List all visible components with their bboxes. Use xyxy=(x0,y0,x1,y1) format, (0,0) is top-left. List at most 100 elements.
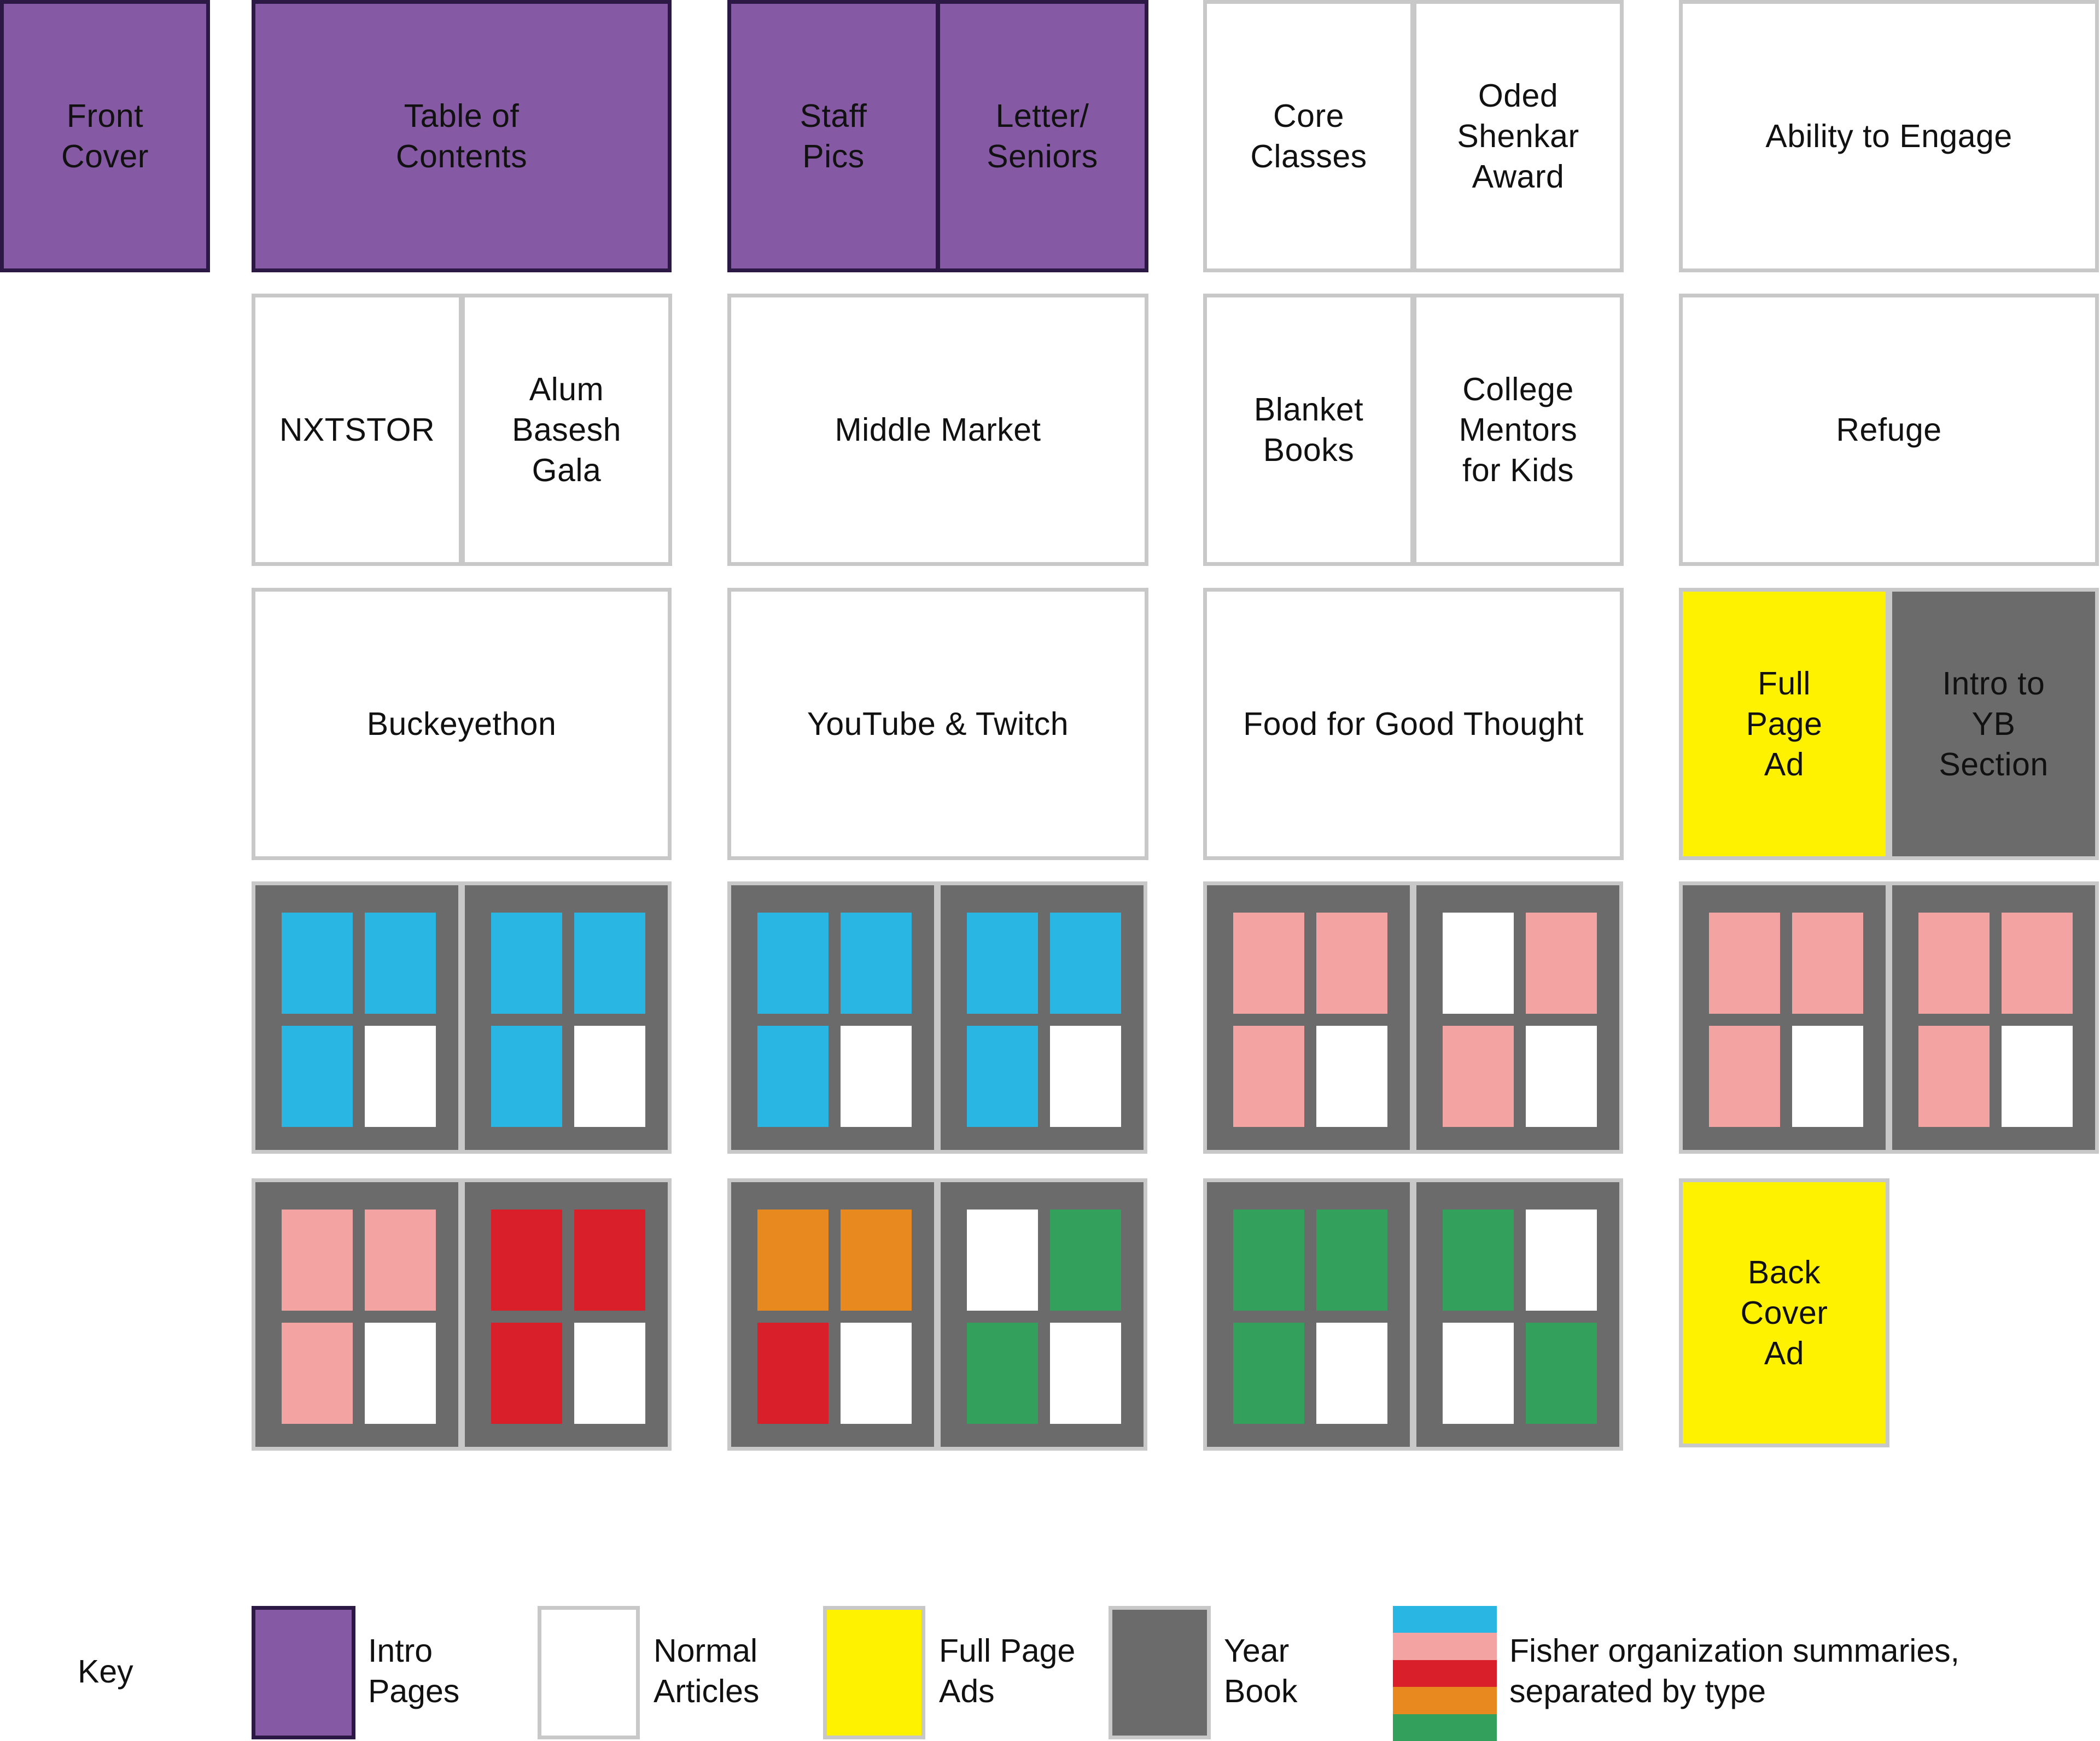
key-swatch-intro xyxy=(252,1606,355,1739)
page-alum-basesh-gala: Alum Basesh Gala xyxy=(461,294,672,566)
grid-cell-blue xyxy=(841,913,912,1014)
grid-cell-green xyxy=(1233,1210,1304,1311)
grid-cell-white xyxy=(1443,1323,1514,1424)
page-label: Refuge xyxy=(1836,412,1942,448)
page-label: Letter/ Seniors xyxy=(987,98,1098,174)
fisher-stripe-orange xyxy=(1393,1687,1497,1714)
yearbook-grid-page xyxy=(1679,881,1889,1154)
page-nxtstor: NXTSTOR xyxy=(252,294,463,566)
grid-cell-green xyxy=(1526,1323,1597,1424)
grid-cell-red xyxy=(757,1323,829,1424)
key-label-normal: Normal Articles xyxy=(654,1633,760,1709)
grid-cell-pink xyxy=(1233,1026,1304,1127)
yearbook-grid-page xyxy=(252,1178,462,1451)
key-label-ads: Full Page Ads xyxy=(939,1633,1076,1709)
grid-cell-white xyxy=(1316,1026,1387,1127)
page-label: Table of Contents xyxy=(395,98,528,174)
grid-cell-blue xyxy=(967,1026,1038,1127)
page-label: Full Page Ad xyxy=(1746,665,1823,782)
key-label-yearbook: Year Book xyxy=(1224,1633,1298,1709)
grid-cell-orange xyxy=(841,1210,912,1311)
fisher-stripe-blue xyxy=(1393,1606,1497,1633)
grid-cell-pink xyxy=(1709,1026,1780,1127)
page-label: Alum Basesh Gala xyxy=(512,371,621,488)
yearbook-grid-page xyxy=(1888,881,2099,1154)
grid-cell-pink xyxy=(1918,913,1990,1014)
grid-cell-blue xyxy=(1050,913,1121,1014)
yearbook-grid-page xyxy=(461,881,672,1154)
page-front-cover: Front Cover xyxy=(0,0,210,272)
key-swatch-yearbook xyxy=(1109,1606,1211,1739)
yearbook-grid-page xyxy=(461,1178,672,1451)
grid-cell-green xyxy=(1050,1210,1121,1311)
grid-cell-pink xyxy=(1443,1026,1514,1127)
grid-cell-blue xyxy=(365,913,436,1014)
grid-cell-white xyxy=(1050,1323,1121,1424)
page-label: Front Cover xyxy=(61,98,149,174)
page-staff-pics: Staff Pics xyxy=(727,0,940,272)
page-intro-to-yb-section: Intro to YB Section xyxy=(1888,588,2099,860)
grid-cell-red xyxy=(574,1210,645,1311)
page-middle-market: Middle Market xyxy=(727,294,1148,566)
grid-cell-white xyxy=(1316,1323,1387,1424)
grid-cell-white xyxy=(365,1323,436,1424)
grid-cell-pink xyxy=(1709,913,1780,1014)
page-blanket-books: Blanket Books xyxy=(1203,294,1414,566)
grid-cell-red xyxy=(491,1210,562,1311)
yearbook-grid-page xyxy=(937,1178,1147,1451)
fisher-stripe-red xyxy=(1393,1660,1497,1687)
grid-cell-blue xyxy=(491,1026,562,1127)
grid-cell-green xyxy=(1443,1210,1514,1311)
page-label: Middle Market xyxy=(835,412,1041,448)
grid-cell-pink xyxy=(1526,913,1597,1014)
page-label: College Mentors for Kids xyxy=(1459,371,1578,488)
yearbook-grid-page xyxy=(727,881,938,1154)
page-back-cover-ad: Back Cover Ad xyxy=(1679,1178,1889,1447)
grid-cell-pink xyxy=(1792,913,1863,1014)
grid-cell-white xyxy=(967,1210,1038,1311)
grid-cell-pink xyxy=(1918,1026,1990,1127)
key-label-fisher: Fisher organization summaries, separated… xyxy=(1509,1633,1960,1709)
grid-cell-white xyxy=(2002,1026,2073,1127)
key-label-intro: Intro Pages xyxy=(368,1633,460,1709)
page-oded-shenkar-award: Oded Shenkar Award xyxy=(1413,0,1624,272)
fisher-stripe-pink xyxy=(1393,1633,1497,1660)
page-label: Back Cover Ad xyxy=(1740,1254,1828,1371)
grid-cell-orange xyxy=(757,1210,829,1311)
page-label: Ability to Engage xyxy=(1765,118,2012,154)
page-youtube-twitch: YouTube & Twitch xyxy=(727,588,1148,860)
yearbook-grid-page xyxy=(937,881,1147,1154)
page-label: YouTube & Twitch xyxy=(807,706,1069,742)
grid-cell-green xyxy=(1316,1210,1387,1311)
grid-cell-white xyxy=(365,1026,436,1127)
fisher-stripe-green xyxy=(1393,1714,1497,1741)
page-core-classes: Core Classes xyxy=(1203,0,1414,272)
grid-cell-white xyxy=(574,1026,645,1127)
page-label: NXTSTOR xyxy=(279,412,435,448)
grid-cell-pink xyxy=(282,1323,353,1424)
grid-cell-blue xyxy=(491,913,562,1014)
page-college-mentors: College Mentors for Kids xyxy=(1413,294,1624,566)
grid-cell-blue xyxy=(757,1026,829,1127)
grid-cell-white xyxy=(841,1323,912,1424)
page-ability-to-engage: Ability to Engage xyxy=(1679,0,2099,272)
grid-cell-blue xyxy=(967,913,1038,1014)
grid-cell-white xyxy=(1792,1026,1863,1127)
page-refuge: Refuge xyxy=(1679,294,2099,566)
grid-cell-white xyxy=(841,1026,912,1127)
page-label: Core Classes xyxy=(1250,98,1367,174)
grid-cell-blue xyxy=(757,913,829,1014)
page-buckeyethon: Buckeyethon xyxy=(252,588,672,860)
page-label: Oded Shenkar Award xyxy=(1457,78,1579,195)
grid-cell-blue xyxy=(282,1026,353,1127)
page-label: Food for Good Thought xyxy=(1243,706,1584,742)
grid-cell-pink xyxy=(2002,913,2073,1014)
page-food-for-good-thought: Food for Good Thought xyxy=(1203,588,1624,860)
yearbook-grid-page xyxy=(1413,1178,1623,1451)
grid-cell-blue xyxy=(282,913,353,1014)
key-swatch-fisher xyxy=(1393,1606,1497,1741)
page-label: Buckeyethon xyxy=(366,706,557,742)
yearbook-grid-page xyxy=(1203,881,1414,1154)
grid-cell-white xyxy=(1526,1210,1597,1311)
grid-cell-white xyxy=(1050,1026,1121,1127)
